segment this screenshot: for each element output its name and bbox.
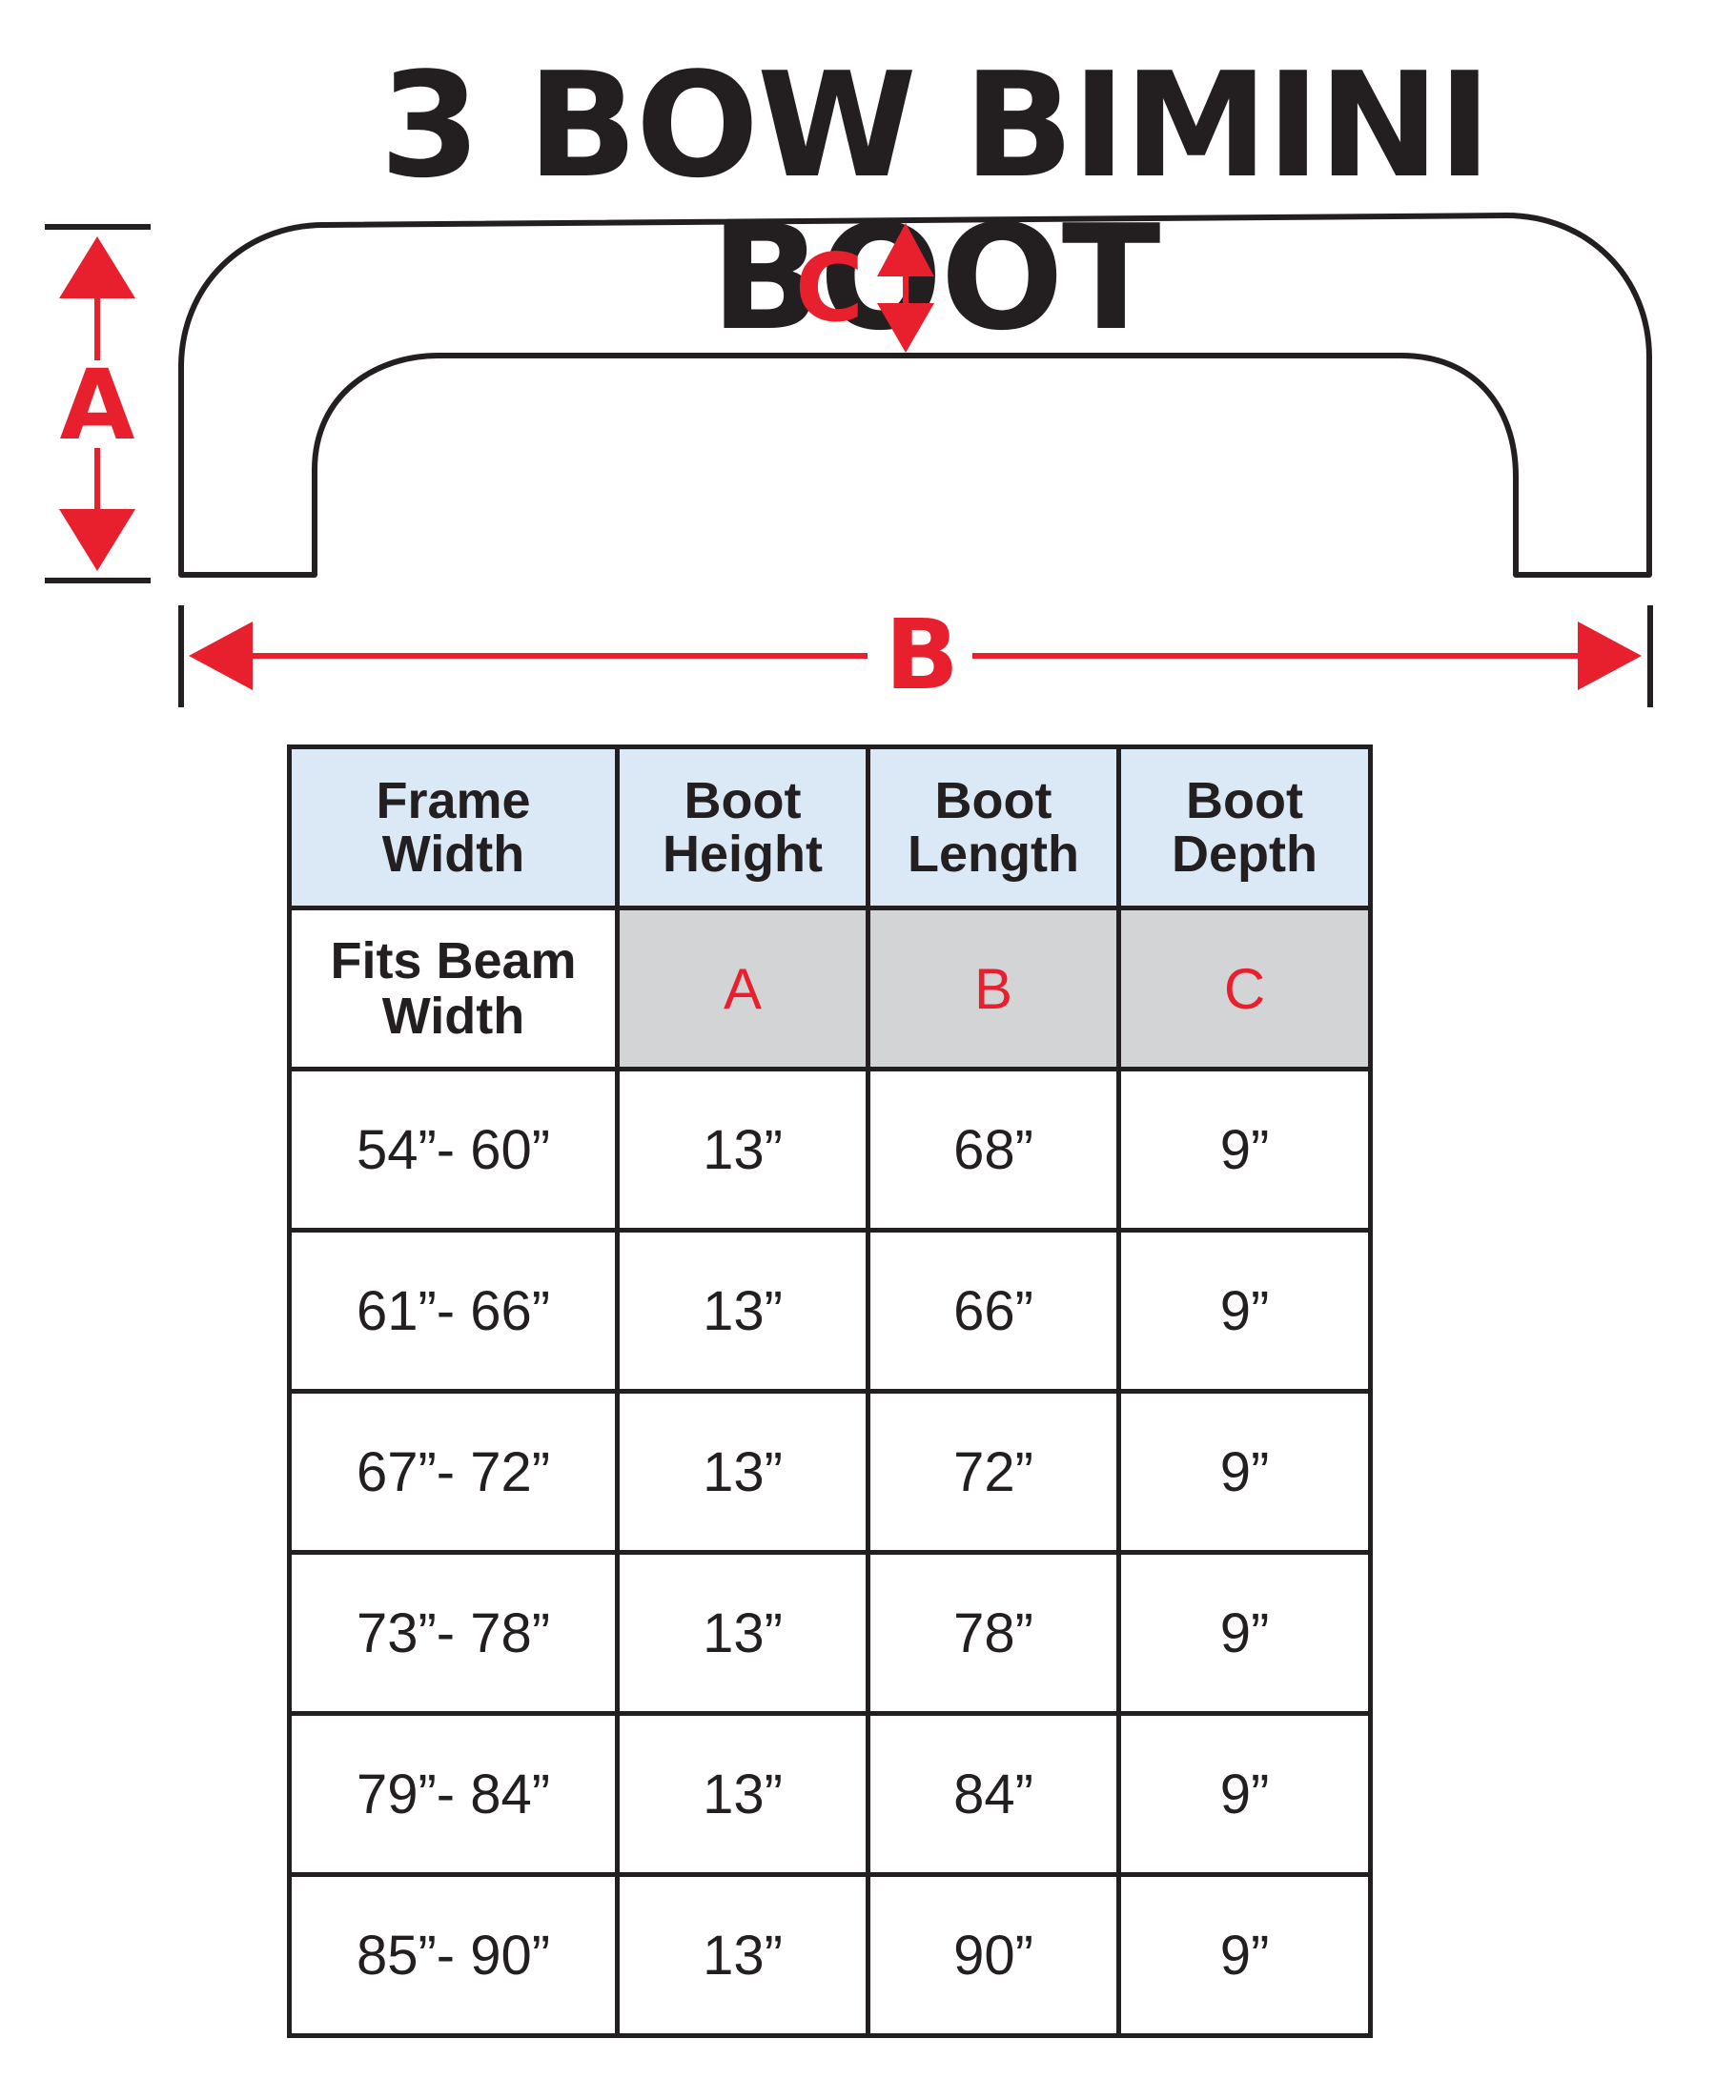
cell-boot-depth: 9”	[1116, 1872, 1373, 2038]
dimension-c-down-arrowhead	[877, 303, 934, 353]
header-boot-depth-line1: Boot	[1186, 772, 1303, 829]
header-boot-length-line1: Boot	[934, 772, 1052, 829]
header-frame-width: Frame Width	[287, 744, 620, 910]
cell-boot-length: 84”	[866, 1711, 1121, 1877]
table-row: 73”- 78” 13” 78” 9”	[287, 1550, 1373, 1716]
table-row: 61”- 66” 13” 66” 9”	[287, 1228, 1373, 1394]
subheader-fits-line1: Fits Beam	[330, 932, 577, 989]
cell-boot-depth: 9”	[1116, 1389, 1373, 1555]
cell-boot-height: 13”	[615, 1067, 870, 1233]
header-boot-length-line2: Length	[908, 826, 1079, 883]
dimension-c: C	[795, 223, 934, 353]
dimension-a-up-arrowhead	[59, 236, 135, 298]
cell-boot-depth: 9”	[1116, 1067, 1373, 1233]
cell-boot-height: 13”	[615, 1228, 870, 1394]
table-subheader-row: Fits Beam Width A B C	[287, 906, 1373, 1071]
cell-frame-width: 73”- 78”	[287, 1550, 620, 1716]
cell-boot-height: 13”	[615, 1389, 870, 1555]
cell-boot-height: 13”	[615, 1711, 870, 1877]
dimension-b-left-arrowhead	[189, 622, 253, 690]
subheader-letter-a: A	[615, 906, 870, 1071]
cell-frame-width: 67”- 72”	[287, 1389, 620, 1555]
cell-boot-depth: 9”	[1116, 1550, 1373, 1716]
cell-boot-height: 13”	[615, 1550, 870, 1716]
header-boot-height-line2: Height	[663, 826, 823, 883]
boot-outline	[178, 213, 1652, 578]
table-header-row: Frame Width Boot Height Boot Length Boot…	[287, 744, 1373, 910]
dimension-a: A	[45, 224, 151, 583]
cell-boot-length: 90”	[866, 1872, 1121, 2038]
cell-boot-length: 68”	[866, 1067, 1121, 1233]
header-frame-width-line2: Width	[381, 826, 525, 883]
cell-boot-depth: 9”	[1116, 1711, 1373, 1877]
size-chart-table: Frame Width Boot Height Boot Length Boot…	[287, 744, 1373, 2038]
page-title: 3 BOW BIMINI BOOT	[379, 41, 1491, 362]
dimension-a-label: A	[60, 349, 135, 462]
dimension-a-down-arrowhead	[59, 509, 135, 571]
dimension-c-label: C	[795, 234, 864, 343]
cell-boot-height: 13”	[615, 1872, 870, 2038]
boot-dimension-diagram: A C B	[45, 213, 1653, 712]
subheader-fits-beam-width: Fits Beam Width	[287, 906, 620, 1071]
cell-frame-width: 79”- 84”	[287, 1711, 620, 1877]
cell-boot-length: 72”	[866, 1389, 1121, 1555]
table-row: 79”- 84” 13” 84” 9”	[287, 1711, 1373, 1877]
cell-frame-width: 54”- 60”	[287, 1067, 620, 1233]
cell-frame-width: 61”- 66”	[287, 1228, 620, 1394]
table-row: 85”- 90” 13” 90” 9”	[287, 1872, 1373, 2038]
dimension-c-up-arrowhead	[877, 223, 934, 276]
subheader-fits-line2: Width	[381, 988, 525, 1045]
subheader-letter-b: B	[866, 906, 1121, 1071]
header-boot-depth-line2: Depth	[1172, 826, 1317, 883]
header-boot-length: Boot Length	[866, 744, 1121, 910]
subheader-letter-c: C	[1116, 906, 1373, 1071]
header-boot-height: Boot Height	[615, 744, 870, 910]
header-boot-depth: Boot Depth	[1116, 744, 1373, 910]
table-row: 67”- 72” 13” 72” 9”	[287, 1389, 1373, 1555]
cell-frame-width: 85”- 90”	[287, 1872, 620, 2038]
cell-boot-length: 66”	[866, 1228, 1121, 1394]
dimension-b-right-arrowhead	[1578, 622, 1642, 690]
cell-boot-depth: 9”	[1116, 1228, 1373, 1394]
dimension-b: B	[178, 599, 1653, 712]
cell-boot-length: 78”	[866, 1550, 1121, 1716]
header-boot-height-line1: Boot	[684, 772, 802, 829]
table-row: 54”- 60” 13” 68” 9”	[287, 1067, 1373, 1233]
header-frame-width-line1: Frame	[376, 772, 531, 829]
dimension-b-label: B	[885, 599, 959, 712]
